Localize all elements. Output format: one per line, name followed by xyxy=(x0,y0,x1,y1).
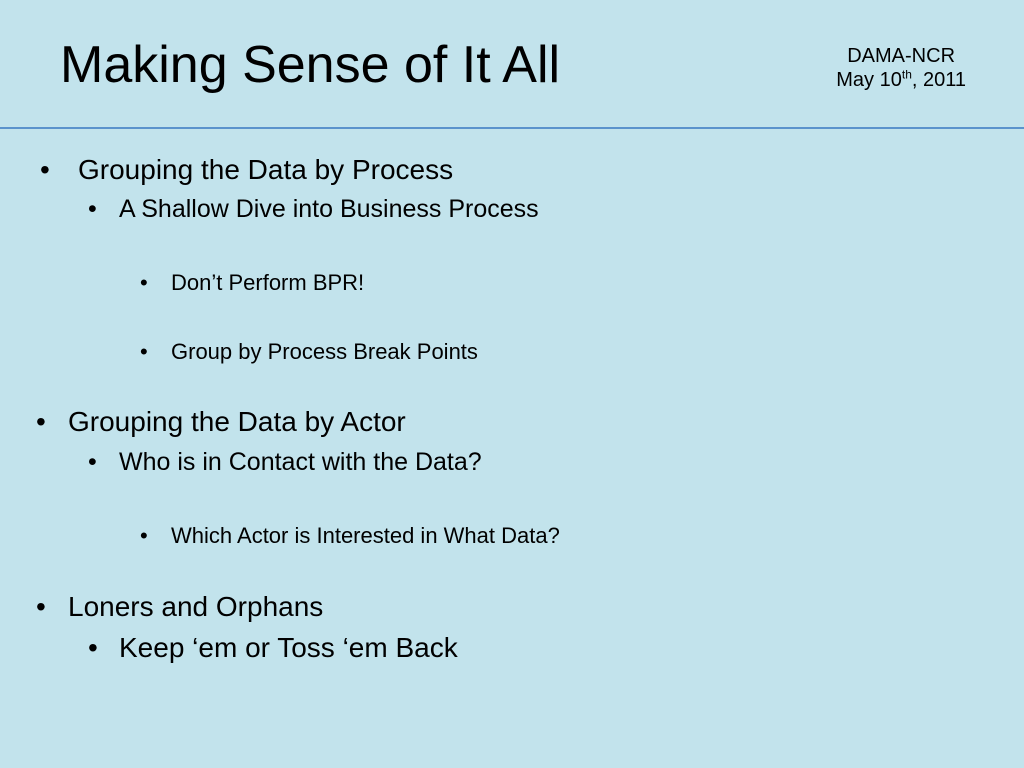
bullet-text: Which Actor is Interested in What Data? xyxy=(171,523,560,548)
bullet-text: Grouping the Data by Process xyxy=(78,154,454,185)
bullet-text: Keep ‘em or Toss ‘em Back xyxy=(119,632,458,663)
date-label: May 10th, 2011 xyxy=(836,67,966,91)
bullet-text: Group by Process Break Points xyxy=(171,339,478,364)
bullet-icon: • xyxy=(88,195,97,223)
organization-label: DAMA-NCR xyxy=(847,45,956,67)
bullet-text: Grouping the Data by Actor xyxy=(68,406,406,437)
bullet-icon: • xyxy=(36,591,46,622)
title-divider xyxy=(0,127,1024,129)
slide-meta: DAMA-NCR May 10th, 2011 xyxy=(836,44,966,92)
slide-title: Making Sense of It All xyxy=(60,36,561,94)
bullet-icon: • xyxy=(88,632,98,663)
bullet-icon: • xyxy=(140,270,148,295)
bullet-text: Who is in Contact with the Data? xyxy=(119,448,482,476)
bullet-icon: • xyxy=(88,448,97,476)
bullet-icon: • xyxy=(140,523,148,548)
bullet-text: Don’t Perform BPR! xyxy=(171,270,365,295)
bullet-text: Loners and Orphans xyxy=(68,591,324,622)
bullet-icon: • xyxy=(40,154,50,185)
bullet-icon: • xyxy=(140,339,148,364)
bullet-text: A Shallow Dive into Business Process xyxy=(119,195,539,223)
bullet-icon: • xyxy=(36,406,46,437)
